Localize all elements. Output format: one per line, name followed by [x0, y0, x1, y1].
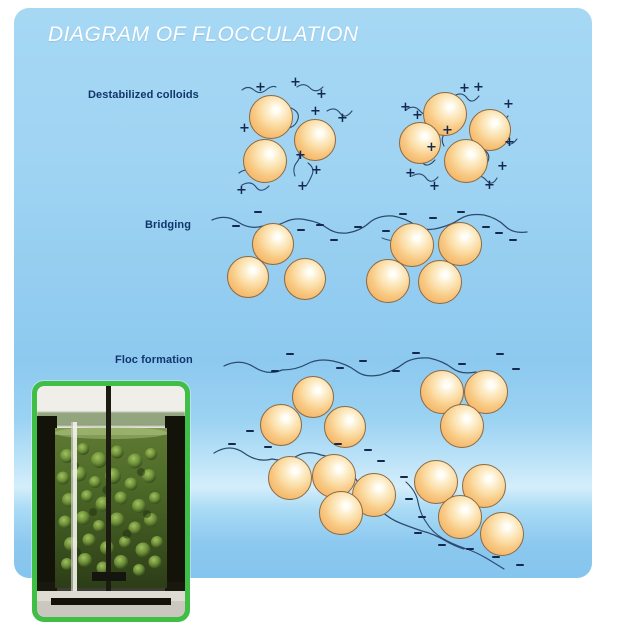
colloid-sphere — [438, 222, 482, 266]
colloid-sphere — [418, 260, 462, 304]
colloid-sphere — [319, 491, 363, 535]
charge-minus — [286, 353, 294, 355]
charge-plus: + — [503, 97, 514, 112]
charge-minus — [330, 239, 338, 241]
charge-plus: + — [255, 80, 266, 95]
charge-minus — [458, 363, 466, 365]
charge-minus — [400, 476, 408, 478]
colloid-sphere — [480, 512, 524, 556]
charge-plus: + — [473, 80, 484, 95]
charge-plus: + — [400, 100, 411, 115]
charge-minus — [392, 370, 400, 372]
charge-minus — [377, 460, 385, 462]
stage-label-floc-formation: Floc formation — [115, 354, 193, 366]
charge-minus — [246, 430, 254, 432]
charge-plus: + — [310, 104, 321, 119]
colloid-sphere — [249, 95, 293, 139]
charge-minus — [364, 449, 372, 451]
charge-minus — [414, 532, 422, 534]
charge-minus — [271, 370, 279, 372]
charge-minus — [382, 230, 390, 232]
charge-minus — [405, 498, 413, 500]
charge-minus — [359, 360, 367, 362]
charge-plus: + — [504, 135, 515, 150]
charge-minus — [496, 353, 504, 355]
beaker-photo-graphic — [37, 386, 185, 617]
colloid-sphere — [260, 404, 302, 446]
colloid-sphere — [292, 376, 334, 418]
colloid-sphere — [440, 404, 484, 448]
jar-test-photo — [32, 381, 190, 622]
charge-plus: + — [442, 123, 453, 138]
charge-minus — [418, 516, 426, 518]
stage-label-destabilized-colloids: Destabilized colloids — [88, 89, 199, 101]
colloid-sphere — [462, 464, 506, 508]
colloid-sphere — [243, 139, 287, 183]
charge-plus: + — [297, 179, 308, 194]
charge-plus: + — [295, 148, 306, 163]
jar-test-photo-image — [37, 386, 185, 617]
charge-minus — [316, 224, 324, 226]
charge-plus: + — [405, 166, 416, 181]
charge-plus: + — [239, 121, 250, 136]
charge-plus: + — [426, 140, 437, 155]
charge-minus — [516, 564, 524, 566]
colloid-sphere — [444, 139, 488, 183]
charge-minus — [228, 443, 236, 445]
charge-minus — [512, 368, 520, 370]
charge-plus: + — [311, 163, 322, 178]
charge-minus — [399, 213, 407, 215]
page-title: DIAGRAM OF FLOCCULATION — [48, 23, 359, 46]
charge-minus — [297, 229, 305, 231]
charge-minus — [466, 548, 474, 550]
charge-plus: + — [290, 75, 301, 90]
charge-minus — [334, 443, 342, 445]
charge-minus — [495, 232, 503, 234]
charge-plus: + — [337, 111, 348, 126]
colloid-sphere — [324, 406, 366, 448]
charge-minus — [232, 225, 240, 227]
colloid-sphere — [284, 258, 326, 300]
stage-label-bridging: Bridging — [145, 219, 192, 231]
charge-plus: + — [459, 81, 470, 96]
charge-plus: + — [412, 108, 423, 123]
charge-plus: + — [484, 178, 495, 193]
charge-plus: + — [236, 183, 247, 198]
colloid-sphere — [399, 122, 441, 164]
charge-minus — [412, 352, 420, 354]
charge-plus: + — [497, 159, 508, 174]
colloid-sphere — [252, 223, 294, 265]
charge-minus — [492, 556, 500, 558]
charge-minus — [438, 544, 446, 546]
charge-minus — [254, 211, 262, 213]
charge-plus: + — [316, 87, 327, 102]
colloid-sphere — [294, 119, 336, 161]
charge-minus — [482, 226, 490, 228]
colloid-sphere — [390, 223, 434, 267]
charge-minus — [336, 367, 344, 369]
colloid-sphere — [268, 456, 312, 500]
colloid-sphere — [312, 454, 356, 498]
colloid-sphere — [438, 495, 482, 539]
charge-minus — [354, 226, 362, 228]
charge-minus — [264, 446, 272, 448]
charge-plus: + — [429, 179, 440, 194]
colloid-sphere — [227, 256, 269, 298]
charge-minus — [429, 217, 437, 219]
colloid-sphere — [366, 259, 410, 303]
charge-minus — [509, 239, 517, 241]
charge-minus — [457, 211, 465, 213]
